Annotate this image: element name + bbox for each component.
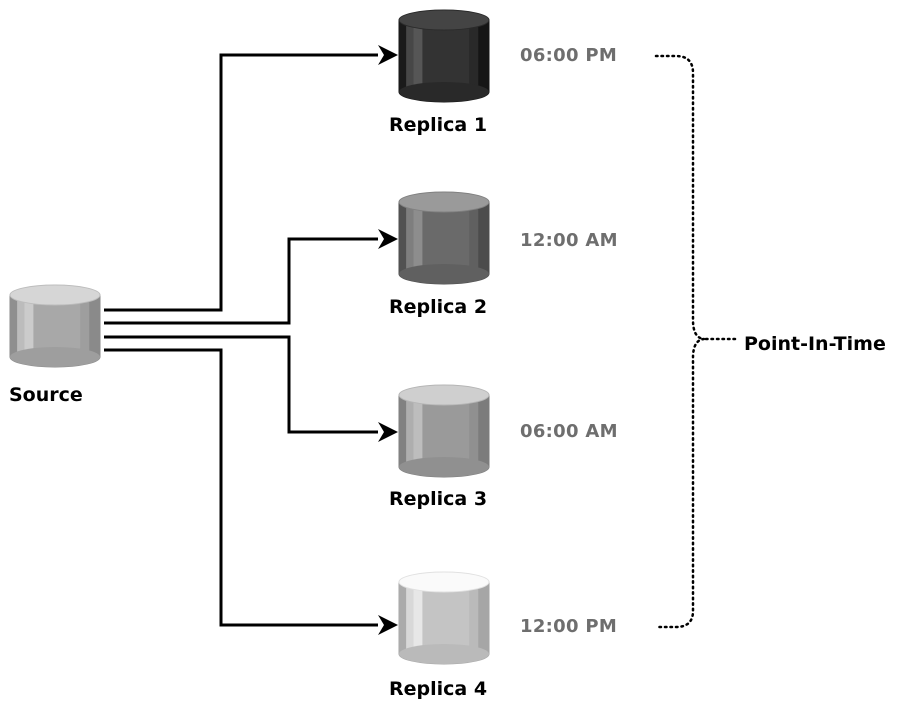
point-in-time-label: Point-In-Time xyxy=(744,333,886,355)
replica-2-label: Replica 2 xyxy=(389,296,488,318)
replica-1-label: Replica 1 xyxy=(389,114,488,136)
replica-3-time: 06:00 AM xyxy=(520,421,618,442)
arrowheads xyxy=(378,45,398,635)
replica-1-database-icon xyxy=(398,9,490,103)
replica-4-time: 12:00 PM xyxy=(520,616,618,637)
arrowhead-replica-1 xyxy=(378,45,398,65)
arrowhead-replica-4 xyxy=(378,615,398,635)
arrowhead-replica-2 xyxy=(378,229,398,249)
replica-4-label: Replica 4 xyxy=(389,678,488,700)
replica-2-database-icon xyxy=(398,191,490,285)
database-cylinders xyxy=(9,9,490,665)
connector-source-replica-2 xyxy=(104,237,378,325)
point-in-time-bracket xyxy=(654,54,740,629)
replica-1-time: 06:00 PM xyxy=(520,45,618,66)
source-database-icon xyxy=(9,284,101,368)
connector-source-replica-4 xyxy=(104,348,378,627)
replica-3-database-icon xyxy=(398,384,490,478)
connector-source-replica-3 xyxy=(104,335,378,434)
replica-2-time: 12:00 AM xyxy=(520,230,618,251)
source-label: Source xyxy=(9,384,83,406)
arrowhead-replica-3 xyxy=(378,422,398,442)
replica-4-database-icon xyxy=(398,571,490,665)
connector-source-replica-1 xyxy=(104,53,378,312)
connector-lines xyxy=(104,53,378,627)
replica-3-label: Replica 3 xyxy=(389,488,488,510)
